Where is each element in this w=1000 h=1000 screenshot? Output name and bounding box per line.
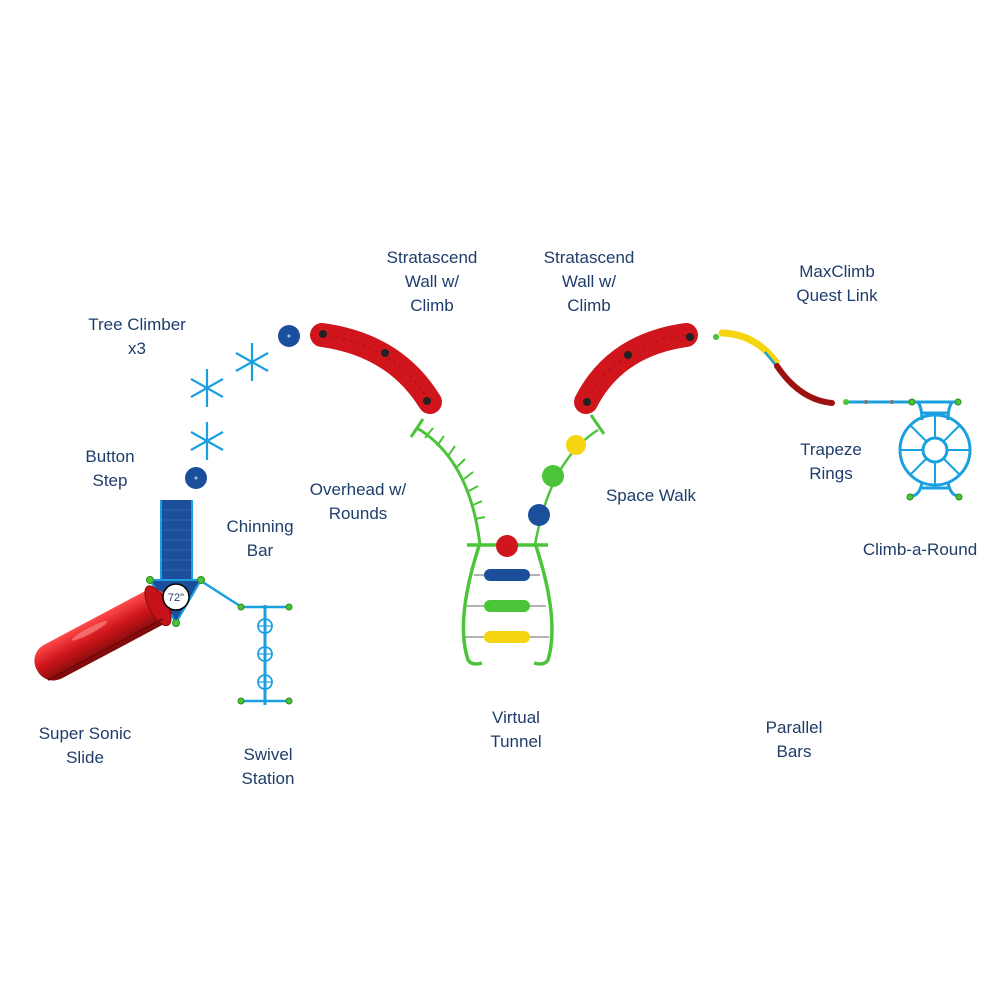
chinning-bar-icon xyxy=(200,579,241,608)
ladder-icon xyxy=(160,500,193,582)
virtual-tunnel-icon xyxy=(461,535,554,666)
stratascend-wall-right-icon xyxy=(574,323,698,414)
parallel-bars-icon xyxy=(698,640,864,676)
slide-icon xyxy=(34,585,172,681)
swivel-station-icon xyxy=(237,603,293,705)
height-label: 72" xyxy=(168,592,184,604)
overhead-rounds-icon xyxy=(409,418,486,546)
label-space-walk: Space Walk xyxy=(605,486,697,505)
trapeze-rings-icon xyxy=(843,399,914,405)
height-badge: 72" xyxy=(162,583,190,611)
climb-a-round-icon xyxy=(898,398,972,501)
maxclimb-quest-link-icon xyxy=(713,329,835,406)
stratascend-wall-left-icon xyxy=(310,323,442,414)
button-step-top xyxy=(278,325,300,347)
label-climb-a-round: Climb-a-Round xyxy=(862,540,978,559)
space-walk-icon xyxy=(528,414,606,546)
post-connector xyxy=(146,576,205,627)
tree-climber-icon xyxy=(190,343,269,460)
button-step-icon xyxy=(185,467,207,489)
label-overhead-rounds: Overhead w/Rounds xyxy=(309,480,407,523)
